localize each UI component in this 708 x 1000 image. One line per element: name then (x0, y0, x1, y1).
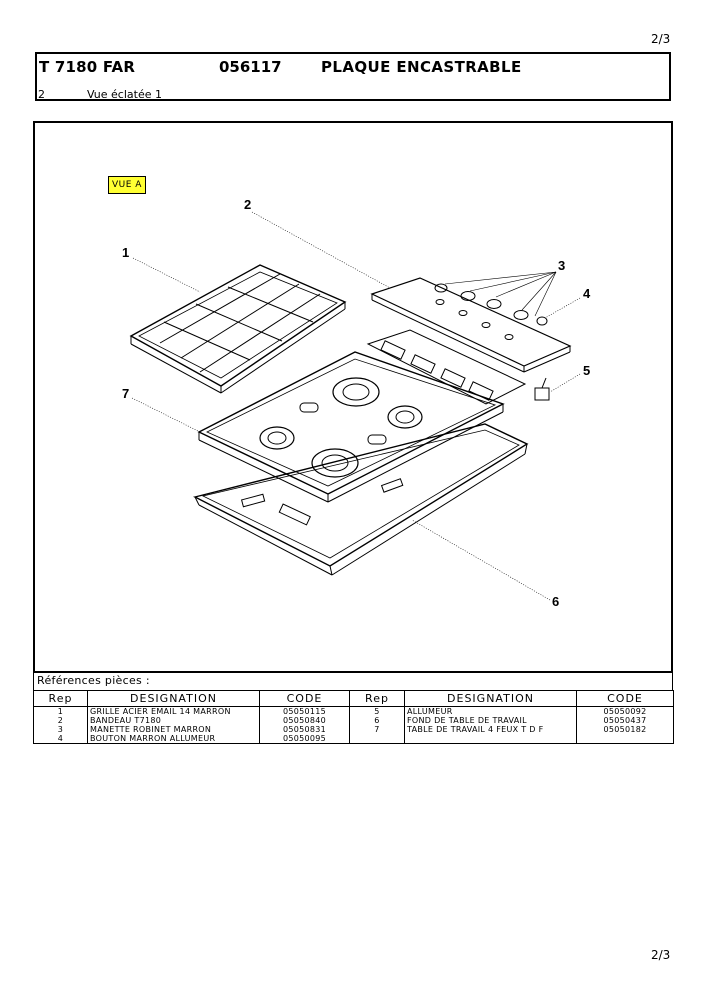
designation-cell: GRILLE ACIER EMAIL 14 MARRON (87, 706, 260, 716)
page-number-top: 2/3 (651, 32, 671, 46)
table-row: 3 MANETTE ROBINET MARRON 05050831 7 TABL… (33, 725, 674, 734)
col-designation: DESIGNATION (87, 690, 260, 707)
parts-references-heading-box: Références pièces : (33, 673, 673, 690)
col-code: CODE (259, 690, 350, 707)
designation-cell: TABLE DE TRAVAIL 4 FEUX T D F (404, 725, 577, 734)
view-title: Vue éclatée 1 (87, 88, 162, 101)
callout-6: 6 (552, 594, 559, 609)
code-cell: 05050095 (259, 734, 350, 744)
rep-cell: 4 (33, 734, 88, 744)
code-cell: 05050831 (259, 725, 350, 734)
col-rep: Rep (33, 690, 88, 707)
designation-cell: ALLUMEUR (404, 706, 577, 716)
document-header: T 7180 FAR 056117 PLAQUE ENCASTRABLE 2 V… (35, 52, 671, 101)
parts-table: Rep DESIGNATION CODE Rep DESIGNATION COD… (33, 690, 674, 744)
table-row: 4 BOUTON MARRON ALLUMEUR 05050095 (33, 734, 674, 744)
product-description: PLAQUE ENCASTRABLE (321, 58, 522, 76)
code-cell (576, 734, 674, 744)
callout-7: 7 (122, 386, 129, 401)
callout-1: 1 (122, 245, 129, 260)
model-name: T 7180 FAR (39, 58, 136, 76)
parts-references-title: Références pièces : (37, 674, 150, 687)
code-cell: 05050437 (576, 716, 674, 725)
view-a-label: VUE A (108, 176, 146, 194)
callout-4: 4 (583, 286, 591, 301)
rep-cell (349, 734, 405, 744)
code-cell: 05050182 (576, 725, 674, 734)
page-number-bottom: 2/3 (651, 948, 671, 962)
view-number: 2 (38, 88, 45, 101)
exploded-view-drawing (33, 121, 673, 673)
col-rep-2: Rep (349, 690, 405, 707)
rep-cell: 7 (349, 725, 405, 734)
code-cell: 05050115 (259, 706, 350, 716)
designation-cell: MANETTE ROBINET MARRON (87, 725, 260, 734)
designation-cell: BOUTON MARRON ALLUMEUR (87, 734, 260, 744)
rep-cell: 2 (33, 716, 88, 725)
code-cell: 05050092 (576, 706, 674, 716)
rep-cell: 3 (33, 725, 88, 734)
col-code-2: CODE (576, 690, 674, 707)
callout-2: 2 (244, 197, 251, 212)
rep-cell: 5 (349, 706, 405, 716)
rep-cell: 1 (33, 706, 88, 716)
rep-cell: 6 (349, 716, 405, 725)
designation-cell: BANDEAU T7180 (87, 716, 260, 725)
code-cell: 05050840 (259, 716, 350, 725)
callout-3: 3 (558, 258, 565, 273)
designation-cell (404, 734, 577, 744)
callout-5: 5 (583, 363, 590, 378)
col-designation-2: DESIGNATION (404, 690, 577, 707)
table-row: 1 GRILLE ACIER EMAIL 14 MARRON 05050115 … (33, 706, 674, 716)
parts-table-header: Rep DESIGNATION CODE Rep DESIGNATION COD… (33, 690, 674, 707)
product-code: 056117 (219, 58, 282, 76)
table-row: 2 BANDEAU T7180 05050840 6 FOND DE TABLE… (33, 716, 674, 725)
designation-cell: FOND DE TABLE DE TRAVAIL (404, 716, 577, 725)
